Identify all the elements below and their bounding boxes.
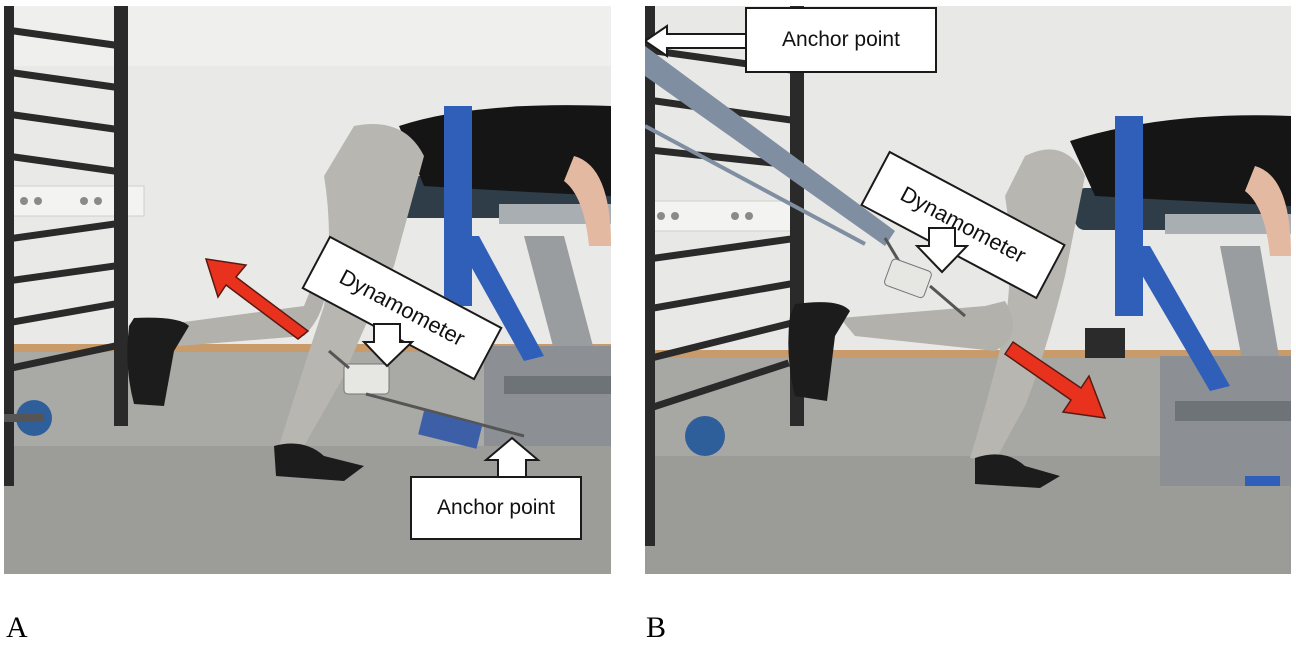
panel-label-b: B [646, 611, 667, 644]
photo-panel-a: Dynamometer Anchor point [4, 6, 611, 574]
photo-scene-a [4, 6, 611, 574]
anchor-pointer-icon-b [645, 24, 750, 58]
force-direction-arrow-a [204, 258, 310, 340]
panel-label-a: A [6, 611, 28, 644]
dynamometer-pointer-icon-a [361, 323, 415, 368]
force-direction-arrow-b [1003, 340, 1107, 419]
photo-scene-b [645, 6, 1291, 574]
anchor-point-label-b: Anchor point [782, 28, 900, 51]
anchor-pointer-icon-a [483, 436, 541, 479]
anchor-point-label-a: Anchor point [437, 496, 555, 519]
anchor-point-callout-a: Anchor point [410, 476, 582, 540]
anchor-point-callout-b: Anchor point [745, 7, 937, 73]
photo-panel-b: Anchor point Dynamometer [645, 6, 1291, 574]
dynamometer-pointer-icon-b [914, 227, 970, 274]
